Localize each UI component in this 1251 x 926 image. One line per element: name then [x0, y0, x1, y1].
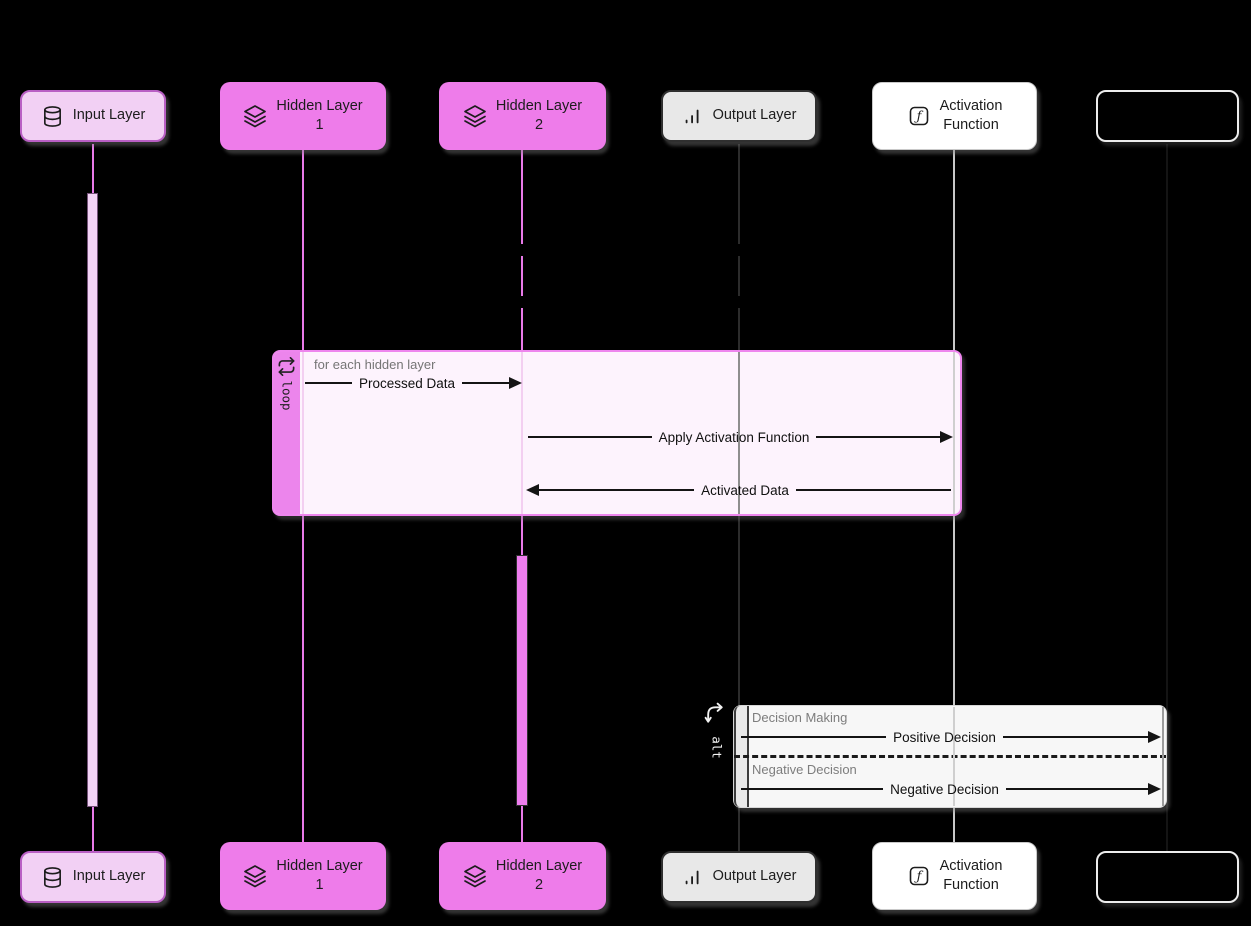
- message-line: [741, 735, 887, 739]
- participant-unlabeled-top: [1096, 90, 1239, 142]
- lifeline-overlay: [1162, 707, 1164, 806]
- message-label: Positive Decision: [893, 729, 996, 745]
- message-line: [539, 488, 695, 492]
- message-activated-data: Activated Data: [526, 480, 952, 500]
- layers-icon: [463, 104, 487, 128]
- arrowhead-right-icon: [940, 431, 953, 443]
- lifeline-overlay: [953, 707, 955, 806]
- participant-input-layer-top: Input Layer: [20, 90, 166, 142]
- message-line: [1002, 735, 1149, 739]
- message-label: Apply Activation Function: [658, 429, 810, 445]
- layers-icon: [463, 864, 487, 888]
- loop-title: for each hidden layer: [314, 357, 436, 372]
- message-label: Activated Data: [701, 482, 789, 498]
- message-line: [305, 381, 352, 385]
- participant-label: Input Layer: [72, 107, 146, 124]
- hidden-message-crossing: [732, 244, 746, 256]
- arrowhead-right-icon: [509, 377, 522, 389]
- svg-text:ƒ: ƒ: [913, 110, 923, 125]
- loop-label-strip: loop: [274, 352, 300, 514]
- bar-chart-icon: [682, 866, 704, 888]
- message-line: [462, 381, 509, 385]
- alt-section-header-1: Decision Making: [752, 710, 848, 725]
- message-line: [1005, 787, 1148, 791]
- repeat-icon: [277, 357, 296, 376]
- activation-bar-input-layer: [87, 193, 98, 807]
- message-label: Negative Decision: [890, 781, 999, 797]
- participant-label: Output Layer: [712, 868, 797, 885]
- lifeline-overlay: [953, 352, 955, 514]
- alt-tag: alt: [709, 736, 725, 759]
- hidden-message-crossing: [515, 244, 529, 256]
- message-positive-decision: Positive Decision: [741, 727, 1161, 747]
- loop-tag: loop: [279, 380, 295, 411]
- lifeline-overlay: [738, 352, 740, 514]
- message-line: [741, 787, 884, 791]
- database-icon: [41, 105, 64, 128]
- layers-icon: [243, 864, 267, 888]
- function-icon: ƒ: [907, 864, 931, 888]
- participant-output-layer-bottom: Output Layer: [661, 851, 817, 903]
- loop-frame: loop for each hidden layer: [272, 350, 962, 516]
- hidden-message-crossing: [732, 296, 746, 308]
- participant-unlabeled-bottom: [1096, 851, 1239, 903]
- participant-label: Input Layer: [72, 868, 146, 885]
- message-negative-decision: Negative Decision: [741, 779, 1161, 799]
- alt-section-header-2: Negative Decision: [752, 762, 857, 777]
- database-icon: [41, 866, 64, 889]
- alt-section-divider: [734, 755, 1166, 758]
- message-line: [795, 488, 952, 492]
- participant-label: Output Layer: [712, 107, 797, 124]
- alt-frame: Decision Making Negative Decision: [733, 705, 1167, 808]
- message-processed-data: Processed Data: [305, 373, 522, 393]
- lifeline-overlay: [521, 352, 523, 514]
- arrowhead-left-icon: [526, 484, 539, 496]
- bar-chart-icon: [682, 105, 704, 127]
- participant-input-layer-bottom: Input Layer: [20, 851, 166, 903]
- message-apply-activation-function: Apply Activation Function: [528, 427, 953, 447]
- arrowhead-right-icon: [1148, 783, 1161, 795]
- function-icon: ƒ: [907, 104, 931, 128]
- layers-icon: [243, 104, 267, 128]
- fork-icon: [704, 701, 727, 724]
- message-line: [528, 435, 652, 439]
- lifeline-overlay: [302, 352, 304, 514]
- activation-bar-hidden-layer-2: [516, 555, 528, 806]
- svg-text:ƒ: ƒ: [913, 870, 923, 885]
- message-line: [816, 435, 940, 439]
- hidden-message-crossing: [515, 296, 529, 308]
- arrowhead-right-icon: [1148, 731, 1161, 743]
- message-label: Processed Data: [358, 375, 456, 391]
- lifeline-unlabeled-participant: [1166, 144, 1168, 851]
- participant-output-layer-top: Output Layer: [661, 90, 817, 142]
